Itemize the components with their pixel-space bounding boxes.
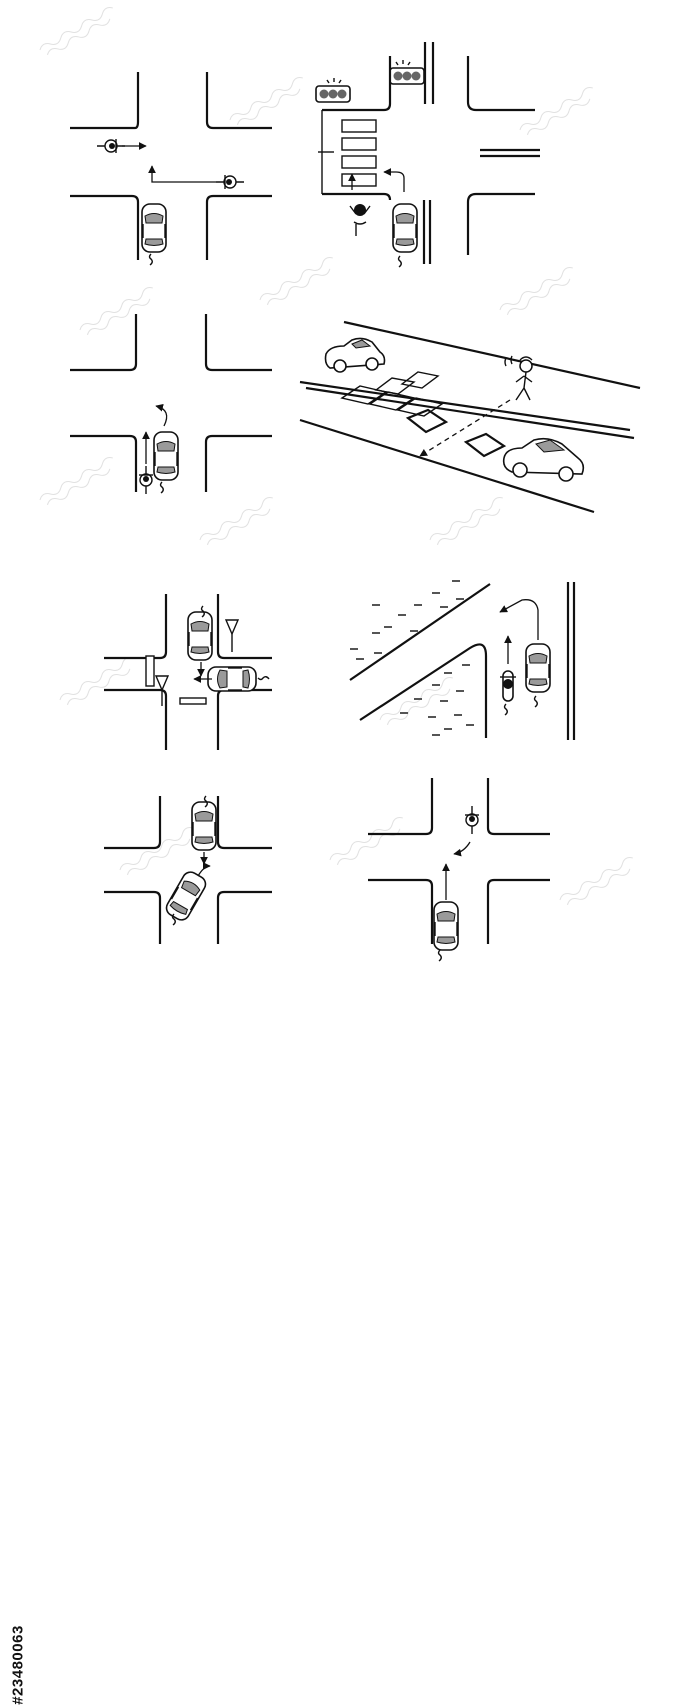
bicycle-icon [464, 805, 480, 835]
car-icon [324, 337, 386, 373]
scene-side-road-turn [349, 580, 576, 740]
scene-intersection-bicycles-crossing [70, 72, 272, 266]
stock-id-label: #23480063 [6, 770, 30, 1705]
traffic-light-icon [389, 60, 425, 85]
stop-sign-icon [154, 675, 170, 706]
car-icon [392, 203, 418, 253]
car-icon [141, 203, 167, 253]
motorcycle-icon [499, 670, 517, 702]
car-icon [207, 666, 257, 692]
car-icon [525, 643, 551, 693]
crosswalk [341, 119, 377, 187]
pedestrian-icon [504, 355, 533, 401]
scene-multi-lane-road [299, 320, 641, 514]
car-icon [162, 868, 210, 924]
bicycle-icon [138, 465, 154, 495]
illustration-sheet [38, 4, 641, 962]
bicycle-icon [215, 174, 245, 190]
car-icon [433, 901, 459, 951]
bicycle-icon [96, 138, 126, 154]
scene-stop-sign-intersection [104, 594, 272, 750]
car-icon [187, 611, 213, 661]
scene-intersection-left-turn-bicycle [70, 314, 272, 495]
car-icon [191, 801, 217, 851]
car-icon [153, 431, 179, 481]
scene-intersection-oncoming-turn [104, 795, 272, 944]
stop-sign-icon [224, 619, 240, 652]
car-icon [502, 437, 585, 482]
grass-area [350, 580, 474, 736]
traffic-light-icon [315, 78, 351, 103]
scene-intersection-car-bicycle [368, 778, 550, 962]
pedestrian-icon [349, 204, 371, 236]
stock-id-text: #23480063 [9, 1625, 27, 1705]
scene-signalized-crosswalk [315, 42, 540, 268]
